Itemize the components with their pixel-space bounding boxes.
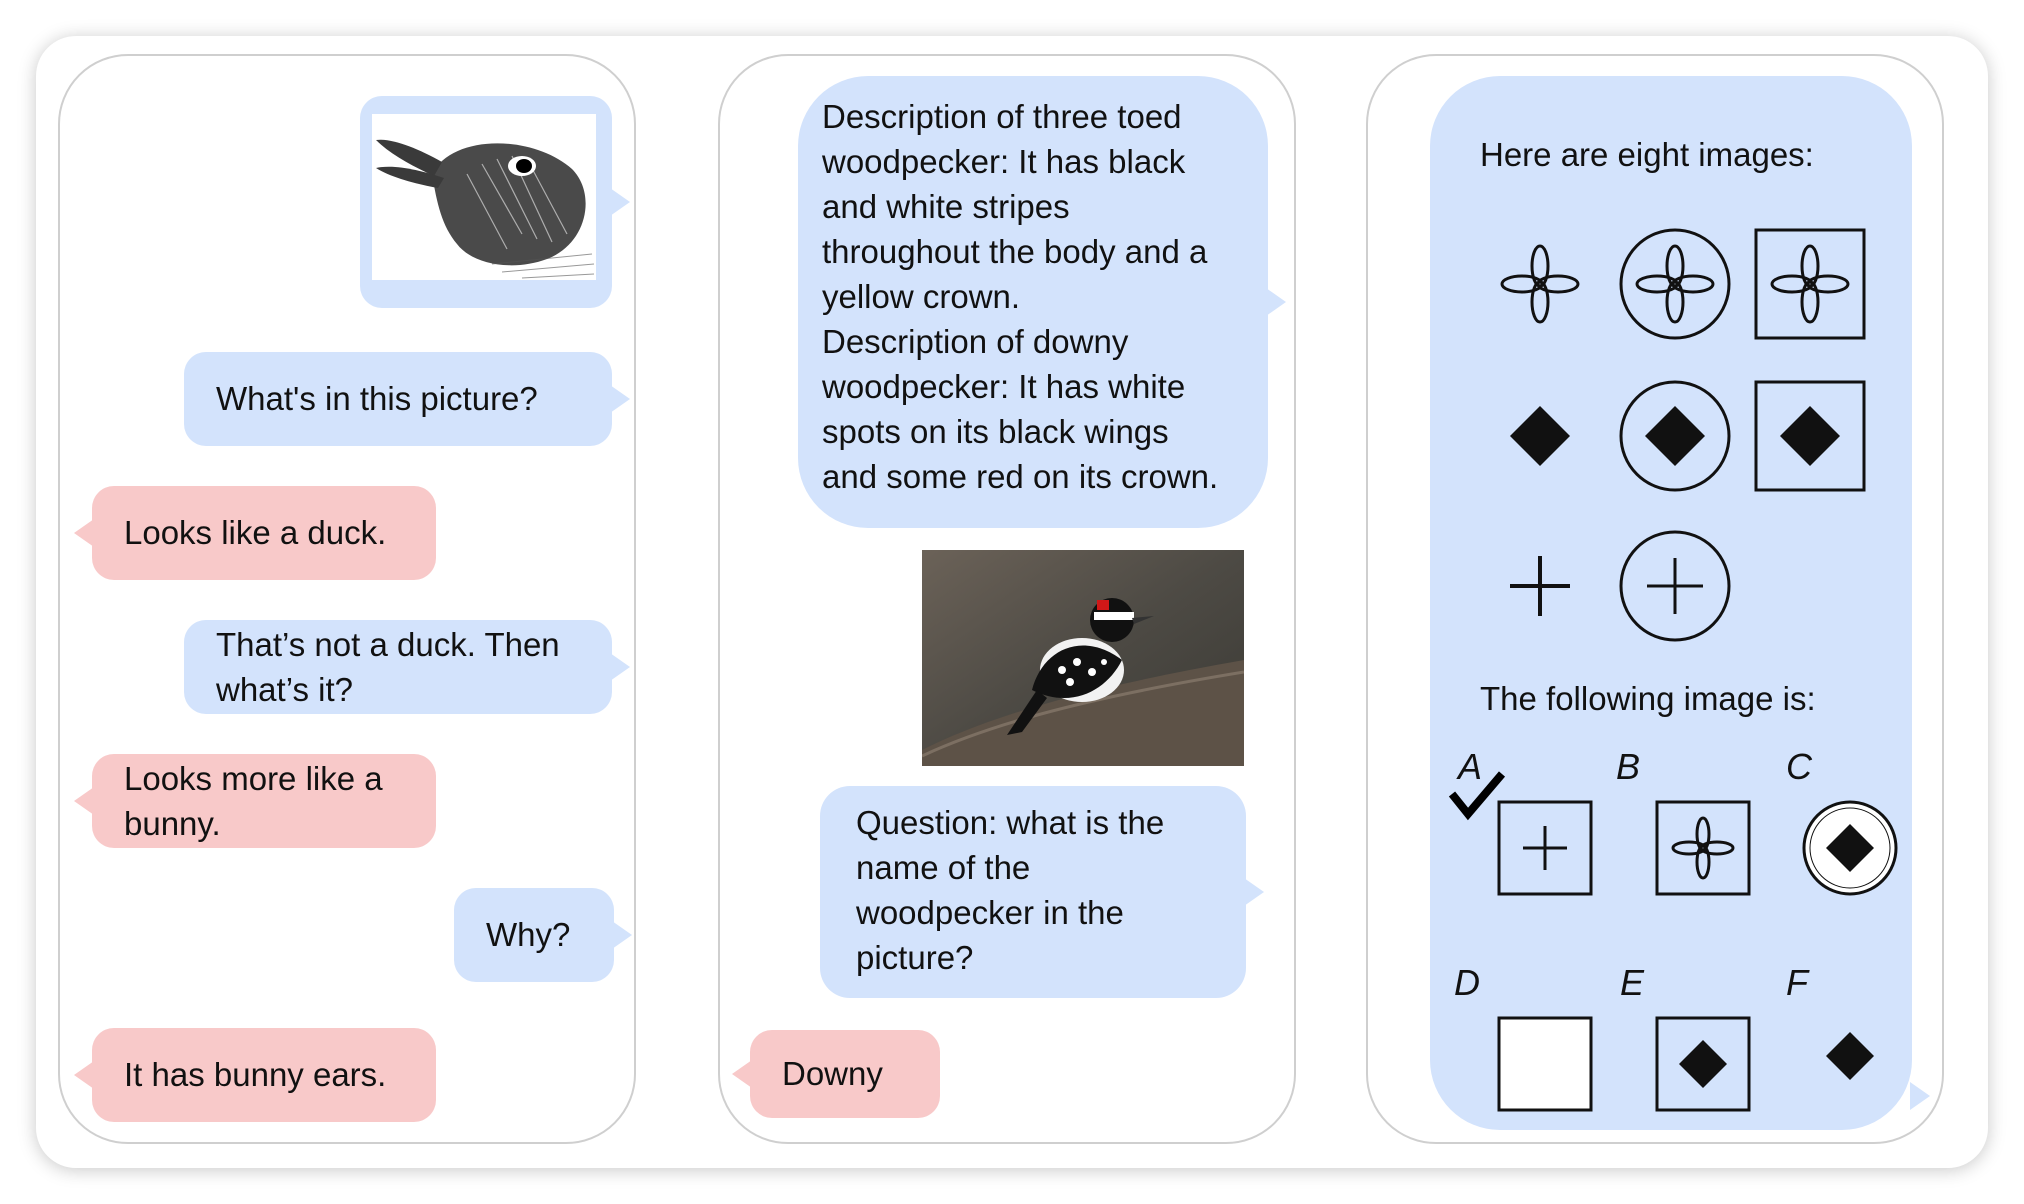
message-line: Description of downy	[822, 323, 1129, 360]
message-line: woodpecker in the	[856, 894, 1124, 931]
message-text: what’s it?	[216, 671, 353, 708]
message-line: picture?	[856, 939, 974, 976]
answer-options	[1448, 771, 1898, 1112]
model-message: Looks like a duck.	[74, 486, 436, 580]
option-letter: D	[1454, 962, 1480, 1003]
message-line: yellow crown.	[822, 278, 1021, 315]
quatrefoil-icon	[1500, 244, 1580, 324]
model-message: Looks more like a bunny.	[74, 754, 436, 848]
message-line: and white stripes	[822, 188, 1070, 225]
message-line: woodpecker: It has black	[822, 143, 1186, 180]
puzzle-header: Here are eight images:	[1480, 136, 1814, 173]
message-text: That’s not a duck. Then	[216, 626, 560, 663]
model-answer-message: Downy	[732, 1030, 940, 1118]
puzzle-grid	[1500, 228, 1866, 642]
user-message: What's in this picture?	[184, 352, 630, 446]
model-message: It has bunny ears.	[74, 1028, 436, 1122]
message-line: Description of three toed	[822, 98, 1182, 135]
message-line: throughout the body and a	[822, 233, 1208, 270]
message-line: woodpecker: It has white	[822, 368, 1186, 405]
user-question-message: Question: what is the name of the woodpeck…	[820, 786, 1264, 998]
woodpecker-photo	[921, 550, 1245, 766]
option-letter: F	[1786, 962, 1808, 1003]
user-image-bubble	[360, 96, 630, 308]
option-letter: B	[1616, 746, 1641, 787]
option-letter: A	[1458, 746, 1483, 787]
option-letter: E	[1620, 962, 1645, 1003]
user-message: Why?	[454, 888, 632, 982]
checkmark-icon	[1448, 771, 1506, 821]
user-description-message: Description of three toed woodpecker: It …	[798, 76, 1286, 528]
chat-panel-puzzle: Here are eight images:	[1366, 54, 1944, 1144]
message-text: It has bunny ears.	[124, 1056, 387, 1093]
duck-rabbit-image	[372, 114, 596, 280]
chat-panel-duck-rabbit: What's in this picture? Looks like a duc…	[58, 54, 636, 1144]
message-line: and some red on its crown.	[822, 458, 1219, 495]
message-line: Question: what is the	[856, 804, 1165, 841]
message-text: Looks more like a	[124, 760, 383, 797]
message-line: spots on its black wings	[822, 413, 1169, 450]
option-letter: C	[1786, 746, 1812, 787]
message-text: bunny.	[124, 805, 221, 842]
answer-text: Downy	[782, 1055, 883, 1092]
message-text: Looks like a duck.	[124, 514, 387, 551]
user-puzzle-message: Here are eight images:	[1430, 76, 1930, 1130]
message-text: What's in this picture?	[216, 380, 538, 417]
message-text: Why?	[486, 916, 571, 953]
message-line: name of the	[856, 849, 1031, 886]
chat-panel-woodpecker: Description of three toed woodpecker: It …	[718, 54, 1296, 1144]
user-message: That’s not a duck. Then what’s it?	[184, 620, 630, 714]
puzzle-prompt: The following image is:	[1480, 680, 1816, 717]
